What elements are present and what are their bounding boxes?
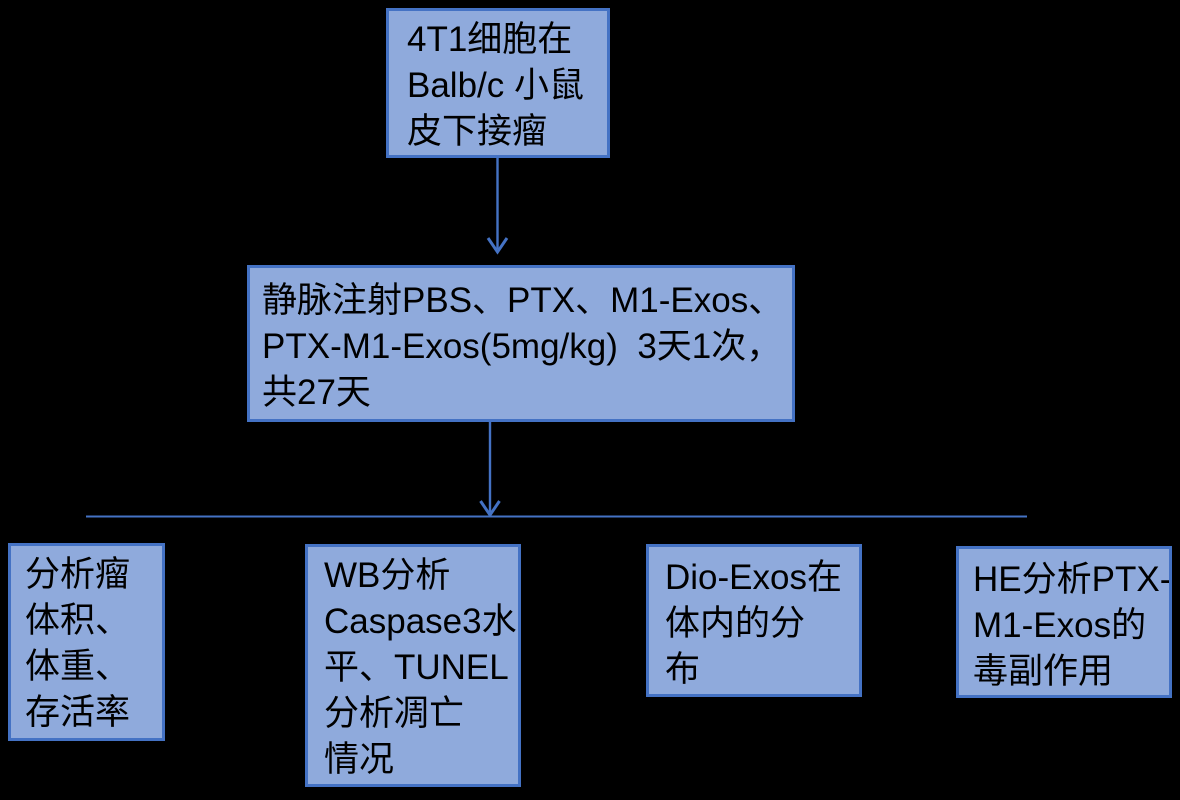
node-text-line: 体积、 xyxy=(25,601,131,640)
node-text-line: Dio-Exos在 xyxy=(665,558,842,597)
node-text-line: Caspase3水 xyxy=(324,602,517,641)
node-text-line: WB分析 xyxy=(324,556,451,595)
node-wb-caspase3-tunel-apoptosis: WB分析 Caspase3水 平、TUNEL 分析凋亡 情况 xyxy=(305,544,521,787)
node-text-line: HE分析PTX- xyxy=(973,560,1172,599)
node-text-line: 体重、 xyxy=(25,647,131,686)
arrow-middle-to-branch-head xyxy=(479,500,501,518)
node-text-line: 平、TUNEL xyxy=(324,648,509,687)
node-text-line: 毒副作用 xyxy=(973,652,1114,691)
node-text-line: 皮下接瘤 xyxy=(407,112,548,151)
node-text-line: Balb/c 小鼠 xyxy=(407,66,584,105)
node-text-line: PTX-M1-Exos(5mg/kg) 3天1次， xyxy=(262,327,782,366)
node-text-line: 存活率 xyxy=(25,693,131,732)
node-text-line: 静脉注射PBS、PTX、M1-Exos、 xyxy=(262,281,784,320)
arrow-top-to-middle-head xyxy=(486,237,509,255)
node-text-line: 体内的分 xyxy=(665,604,806,643)
node-text-line: 共27天 xyxy=(262,373,371,412)
node-text-line: 分析瘤 xyxy=(25,555,131,594)
node-iv-injection-protocol: 静脉注射PBS、PTX、M1-Exos、 PTX-M1-Exos(5mg/kg)… xyxy=(247,265,795,422)
node-tumor-inoculation: 4T1细胞在 Balb/c 小鼠 皮下接瘤 xyxy=(386,8,610,158)
node-text-line: 情况 xyxy=(324,740,395,779)
node-text-line: 布 xyxy=(665,650,701,689)
node-text-line: M1-Exos的 xyxy=(973,606,1147,645)
node-he-toxicity-analysis: HE分析PTX- M1-Exos的 毒副作用 xyxy=(956,546,1172,698)
node-text-line: 分析凋亡 xyxy=(324,694,465,733)
node-tumor-volume-weight-survival: 分析瘤 体积、 体重、 存活率 xyxy=(8,543,165,741)
node-dio-exos-biodistribution: Dio-Exos在 体内的分 布 xyxy=(646,544,862,697)
node-text-line: 4T1细胞在 xyxy=(407,20,573,59)
